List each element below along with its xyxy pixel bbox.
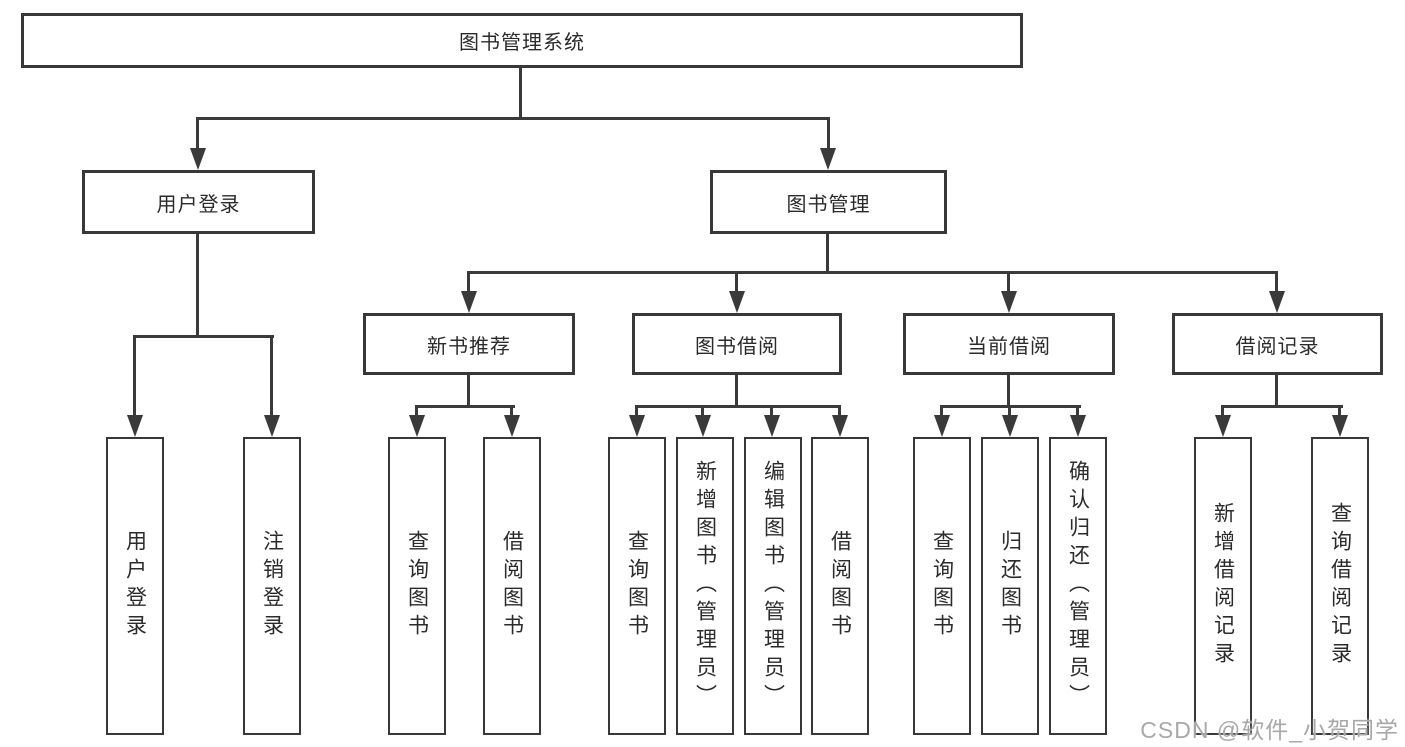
leaf-borrow-books-1: 借阅图书 xyxy=(483,437,541,735)
leaf-borrow-books-2: 借阅图书 xyxy=(811,437,869,735)
arrow-down-icon xyxy=(764,415,780,437)
node-root-label: 图书管理系统 xyxy=(459,32,585,54)
leaf-label: 查询图书 xyxy=(405,530,429,642)
arrow-down-icon xyxy=(1332,415,1348,437)
node-borrow-records: 借阅记录 xyxy=(1172,313,1383,375)
leaf-label: 确认归还（管理员） xyxy=(1066,460,1090,712)
node-user-login-label: 用户登录 xyxy=(156,193,241,216)
leaf-query-books-3: 查询图书 xyxy=(913,437,971,735)
arrow-down-icon xyxy=(127,415,143,437)
arrow-down-icon xyxy=(1001,291,1017,313)
leaf-label: 用户登录 xyxy=(123,530,147,642)
leaf-add-books-admin: 新增图书（管理员） xyxy=(676,437,734,735)
connector-line xyxy=(1007,271,1010,293)
leaf-label: 归还图书 xyxy=(998,530,1022,642)
csdn-watermark: CSDN @软件_小贺同学 xyxy=(1140,717,1399,743)
connector-line xyxy=(196,117,830,120)
connector-line xyxy=(415,405,515,408)
connector-line xyxy=(270,335,273,417)
connector-line xyxy=(1221,405,1224,421)
leaf-label: 借阅图书 xyxy=(828,530,852,642)
arrow-down-icon xyxy=(729,291,745,313)
connector-line xyxy=(467,375,470,408)
leaf-user-login: 用户登录 xyxy=(106,437,164,735)
connector-line xyxy=(1008,405,1011,421)
connector-line xyxy=(133,335,274,338)
arrow-down-icon xyxy=(934,415,950,437)
arrow-down-icon xyxy=(629,415,645,437)
connector-line xyxy=(519,68,522,120)
leaf-label: 注销登录 xyxy=(260,530,284,642)
connector-line xyxy=(735,271,738,293)
arrow-down-icon xyxy=(1269,291,1285,313)
node-current-borrow: 当前借阅 xyxy=(903,313,1115,375)
leaf-query-books-2: 查询图书 xyxy=(608,437,666,735)
arrow-down-icon xyxy=(1070,415,1086,437)
connector-line xyxy=(635,405,638,421)
arrow-down-icon xyxy=(264,415,280,437)
connector-line xyxy=(1007,375,1010,408)
connector-line xyxy=(510,405,513,421)
leaf-label: 新增图书（管理员） xyxy=(693,460,717,712)
connector-line xyxy=(1076,405,1079,421)
leaf-query-books-1: 查询图书 xyxy=(388,437,446,735)
connector-line xyxy=(770,405,773,421)
connector-line xyxy=(940,405,943,421)
node-book-borrow: 图书借阅 xyxy=(632,313,842,375)
connector-line xyxy=(1221,405,1343,408)
connector-line xyxy=(196,117,199,156)
arrow-down-icon xyxy=(695,415,711,437)
node-book-management-label: 图书管理 xyxy=(786,193,871,216)
node-book-management: 图书管理 xyxy=(710,170,947,234)
connector-line xyxy=(701,405,704,421)
leaf-label: 编辑图书（管理员） xyxy=(761,460,785,712)
arrow-down-icon xyxy=(409,415,425,437)
connector-line xyxy=(196,234,199,338)
node-borrow-records-label: 借阅记录 xyxy=(1235,335,1320,358)
arrow-down-icon xyxy=(190,148,206,170)
leaf-add-borrow-record: 新增借阅记录 xyxy=(1194,437,1252,735)
leaf-edit-books-admin: 编辑图书（管理员） xyxy=(744,437,802,735)
node-book-borrow-label: 图书借阅 xyxy=(695,335,779,358)
leaf-label: 借阅图书 xyxy=(500,530,524,642)
connector-line xyxy=(1338,405,1341,421)
node-root: 图书管理系统 xyxy=(21,13,1023,68)
arrow-down-icon xyxy=(461,291,477,313)
leaf-confirm-return-admin: 确认归还（管理员） xyxy=(1049,437,1107,735)
leaf-label: 查询借阅记录 xyxy=(1328,502,1352,670)
connector-line xyxy=(415,405,418,421)
arrow-down-icon xyxy=(504,415,520,437)
leaf-query-borrow-record: 查询借阅记录 xyxy=(1311,437,1369,735)
leaf-return-books: 归还图书 xyxy=(981,437,1039,735)
leaf-logout: 注销登录 xyxy=(243,437,301,735)
arrow-down-icon xyxy=(820,148,836,170)
connector-line xyxy=(133,335,136,417)
node-current-borrow-label: 当前借阅 xyxy=(967,335,1051,358)
leaf-label: 新增借阅记录 xyxy=(1211,502,1235,670)
connector-line xyxy=(467,271,470,293)
arrow-down-icon xyxy=(1215,415,1231,437)
connector-line xyxy=(1275,271,1278,293)
node-user-login: 用户登录 xyxy=(82,170,315,234)
leaf-label: 查询图书 xyxy=(930,530,954,642)
node-new-book-recommend: 新书推荐 xyxy=(363,313,575,375)
node-new-book-recommend-label: 新书推荐 xyxy=(427,335,511,358)
arrow-down-icon xyxy=(832,415,848,437)
arrow-down-icon xyxy=(1002,415,1018,437)
connector-line xyxy=(735,375,738,408)
connector-line xyxy=(635,405,841,408)
connector-line xyxy=(838,405,841,421)
connector-line xyxy=(827,117,830,156)
connector-line xyxy=(1275,375,1278,408)
connector-line xyxy=(467,271,1278,274)
connector-line xyxy=(826,234,829,274)
leaf-label: 查询图书 xyxy=(625,530,649,642)
